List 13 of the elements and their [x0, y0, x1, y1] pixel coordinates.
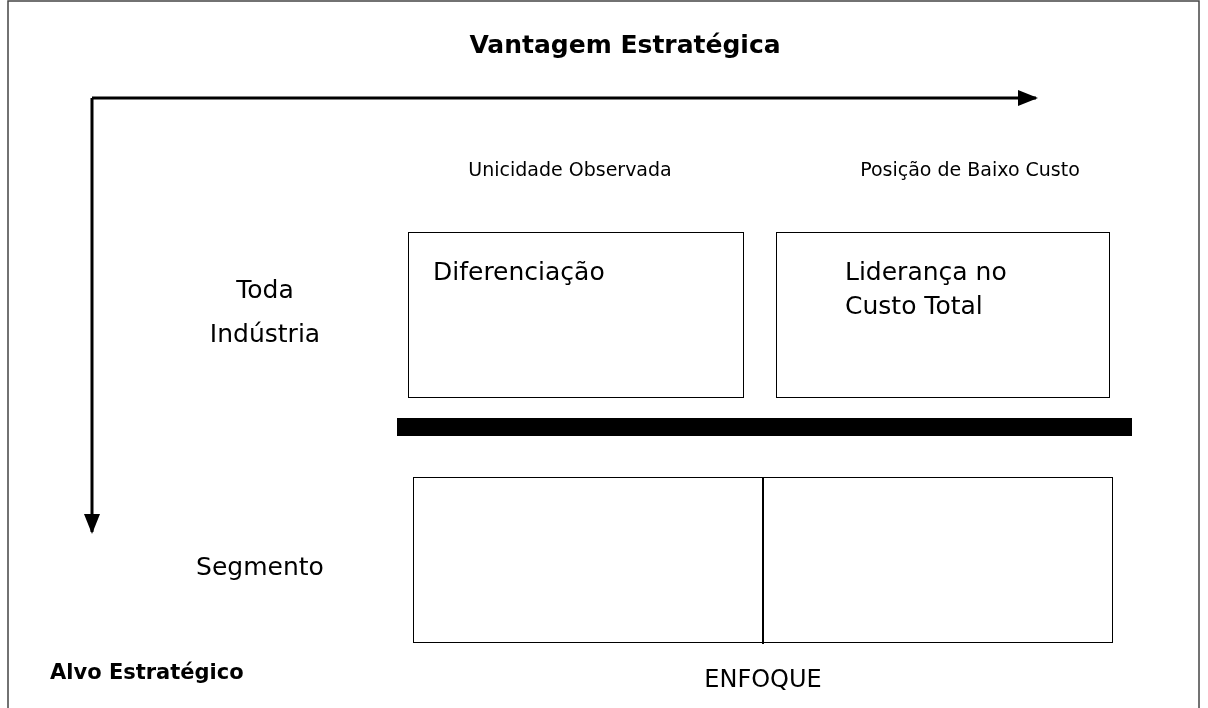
axis-title: Vantagem Estratégica	[468, 30, 782, 59]
box-title: Diferenciação	[433, 256, 606, 288]
row-heading: Segmento	[195, 552, 325, 581]
strategy-box	[776, 232, 1110, 398]
box-title: Liderança no Custo Total	[845, 256, 1008, 322]
strategy-box	[408, 232, 744, 398]
row-heading: Toda Indústria	[208, 274, 322, 350]
box-caption: ENFOQUE	[703, 665, 823, 693]
separator-bar	[397, 418, 1132, 436]
column-heading: Unicidade Observada	[467, 158, 673, 180]
empty-box	[413, 477, 1113, 643]
column-heading: Posição de Baixo Custo	[859, 158, 1081, 180]
axis-title: Alvo Estratégico	[50, 660, 245, 684]
